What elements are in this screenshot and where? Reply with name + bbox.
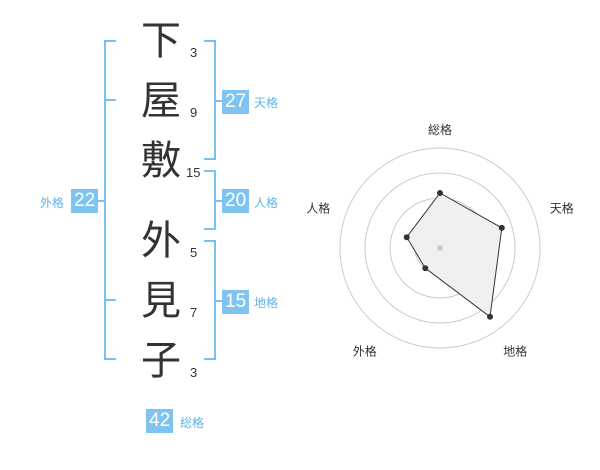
chikaku-bracket-bottom bbox=[204, 358, 216, 360]
stroke-count-2: 9 bbox=[190, 105, 198, 120]
tenkaku-bracket-top bbox=[204, 40, 216, 42]
tenkaku-label: 天格 bbox=[254, 96, 279, 110]
radar-area bbox=[406, 192, 503, 318]
chikaku-value-badge: 15 bbox=[222, 290, 250, 314]
name-char-1: 下 bbox=[141, 18, 181, 64]
radar-axis-label-5: 人格 bbox=[306, 200, 330, 215]
name-char-2: 屋 bbox=[141, 78, 181, 124]
gaikaku-bracket-connector bbox=[98, 200, 105, 202]
jinkaku-bracket-top bbox=[204, 170, 216, 172]
radar-point-4 bbox=[422, 265, 429, 272]
stroke-count-1: 3 bbox=[190, 45, 198, 60]
radar-point-2 bbox=[498, 224, 505, 231]
jinkaku-value-badge: 20 bbox=[222, 189, 250, 213]
radar-ring-3 bbox=[364, 172, 516, 324]
radar-axis-label-1: 総格 bbox=[428, 122, 452, 137]
stroke-count-4: 5 bbox=[190, 245, 198, 260]
gaikaku-value-badge: 22 bbox=[71, 189, 99, 213]
gaikaku-label: 外格 bbox=[40, 196, 65, 210]
chikaku-bracket-top bbox=[204, 240, 216, 242]
tenkaku-bracket-bottom bbox=[204, 158, 216, 160]
tenkaku-value-badge: 27 bbox=[222, 90, 250, 114]
stroke-count-5: 7 bbox=[190, 305, 198, 320]
radar-axis-label-4: 外格 bbox=[353, 344, 377, 359]
jinkaku-bracket-bottom bbox=[204, 228, 216, 230]
soukaku-label: 総格 bbox=[180, 416, 205, 430]
radar-ring-4 bbox=[339, 147, 541, 349]
name-char-6: 子 bbox=[141, 338, 181, 384]
radar-point-3 bbox=[487, 313, 493, 320]
stroke-count-6: 3 bbox=[190, 365, 198, 380]
stroke-count-3: 15 bbox=[186, 165, 201, 180]
name-char-3: 敷 bbox=[141, 138, 181, 184]
gaikaku-bracket-bottom bbox=[104, 358, 116, 360]
gaikaku-bracket-vertical bbox=[104, 40, 106, 360]
tenkaku-bracket-connector bbox=[214, 100, 222, 102]
chikaku-label: 地格 bbox=[254, 296, 279, 310]
name-char-4: 外 bbox=[141, 218, 181, 264]
chikaku-bracket-connector bbox=[214, 300, 222, 302]
soukaku-value-badge: 42 bbox=[146, 409, 174, 433]
radar-point-1 bbox=[437, 190, 443, 196]
jinkaku-bracket-connector bbox=[214, 200, 222, 202]
gaikaku-bracket-tick-1 bbox=[104, 99, 116, 101]
radar-point-5 bbox=[403, 234, 410, 241]
jinkaku-label: 人格 bbox=[254, 196, 279, 210]
radar-axis-label-3: 地格 bbox=[503, 344, 527, 359]
name-char-5: 見 bbox=[141, 278, 181, 324]
gaikaku-bracket-top bbox=[104, 40, 116, 42]
radar-center-dot bbox=[437, 245, 443, 251]
radar-axis-label-2: 天格 bbox=[550, 200, 574, 215]
gaikaku-bracket-tick-2 bbox=[104, 299, 116, 301]
